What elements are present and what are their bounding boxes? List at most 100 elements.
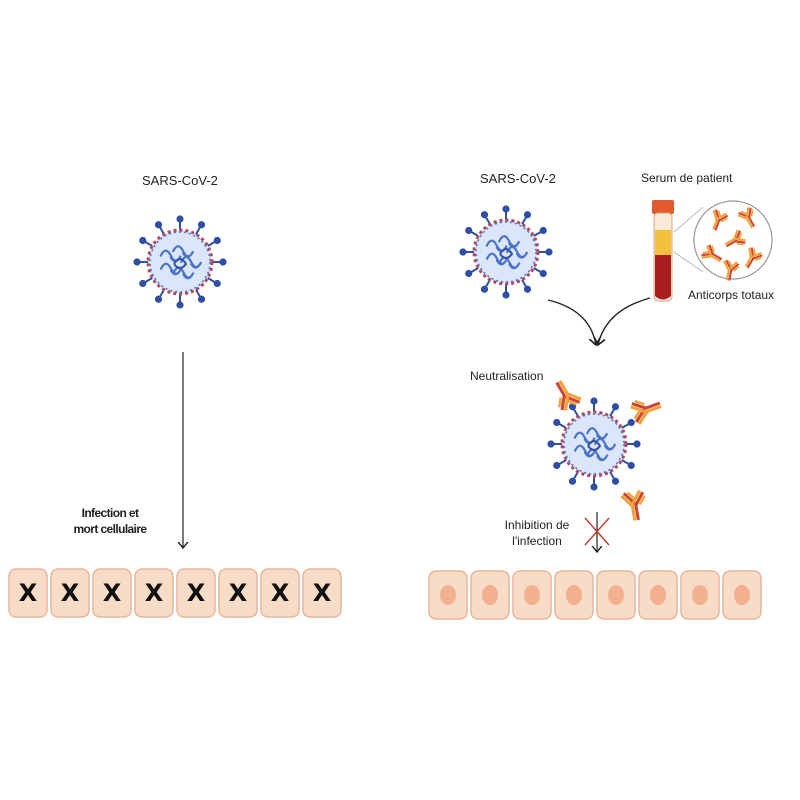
spike-protein	[590, 397, 598, 405]
spike-protein	[480, 285, 489, 293]
spike-protein	[176, 215, 184, 223]
dead-cell-mark: X	[145, 579, 164, 607]
spike-protein	[154, 295, 163, 303]
spike-protein	[590, 483, 598, 491]
dead-cell-mark: X	[313, 579, 332, 607]
epithelial-cell	[680, 570, 720, 620]
infection-label-line1: Infection et	[81, 506, 139, 520]
antibody-icon	[744, 247, 763, 269]
epithelial-cell: X	[92, 568, 132, 618]
antibodies-bound	[555, 380, 662, 521]
spike-protein	[611, 403, 620, 411]
cell-nucleus	[440, 585, 456, 605]
spike-protein	[459, 248, 467, 256]
antibody-icon	[723, 259, 740, 281]
epithelial-cell	[596, 570, 636, 620]
dead-cell-mark: X	[61, 579, 80, 607]
converge-arrow-left	[547, 299, 596, 345]
virus-left	[133, 215, 227, 309]
antibodies-magnified	[701, 207, 763, 281]
epithelial-cell: X	[50, 568, 90, 618]
epithelial-cell: X	[8, 568, 48, 618]
spike-protein	[154, 221, 163, 229]
spike-protein	[219, 258, 227, 266]
spike-protein	[545, 248, 553, 256]
spike-protein	[213, 236, 221, 245]
epithelial-cell	[554, 570, 594, 620]
cell-nucleus	[650, 585, 666, 605]
epithelial-cell: X	[176, 568, 216, 618]
serum-label: Serum de patient	[641, 171, 733, 185]
cell-nucleus	[734, 585, 750, 605]
dead-cell-mark: X	[229, 579, 248, 607]
spike-protein	[139, 279, 147, 288]
inhibition-label-line2: l'infection	[512, 534, 562, 548]
epithelial-cell: X	[260, 568, 300, 618]
blood-tube-icon	[652, 200, 674, 302]
epithelial-cell: X	[134, 568, 174, 618]
virus-label-left: SARS-CoV-2	[142, 173, 218, 188]
dead-cell-mark: X	[103, 579, 122, 607]
cell-nucleus	[524, 585, 540, 605]
spike-protein	[523, 285, 532, 293]
spike-protein	[568, 477, 577, 485]
cell-nucleus	[482, 585, 498, 605]
antibody-icon	[620, 489, 646, 521]
magnifier-line-top	[673, 206, 704, 233]
antibodies-label: Anticorps totaux	[688, 288, 775, 302]
converge-arrow-right	[598, 297, 651, 345]
epithelial-cell: X	[302, 568, 342, 618]
spike-protein	[539, 269, 547, 278]
spike-protein	[502, 291, 510, 299]
antibody-icon	[555, 380, 582, 411]
spike-protein	[197, 295, 206, 303]
spike-protein	[197, 221, 206, 229]
antibody-icon	[630, 400, 662, 425]
cell-nucleus	[608, 585, 624, 605]
spike-protein	[539, 226, 547, 235]
neutralisation-label: Neutralisation	[470, 369, 544, 383]
antibody-icon	[724, 229, 746, 248]
spike-protein	[133, 258, 141, 266]
spike-protein	[627, 461, 635, 470]
spike-protein	[553, 461, 561, 470]
cross-icon	[584, 517, 610, 546]
spike-protein	[523, 211, 532, 219]
virus-right	[459, 205, 553, 299]
spike-protein	[553, 418, 561, 427]
spike-protein	[633, 440, 641, 448]
cell-nucleus	[692, 585, 708, 605]
antibody-icon	[737, 207, 756, 229]
spike-protein	[139, 236, 147, 245]
magnifier-line-bottom	[673, 251, 704, 273]
spike-protein	[627, 418, 635, 427]
spike-protein	[547, 440, 555, 448]
dead-cell-mark: X	[271, 579, 290, 607]
cell-layer-right	[428, 570, 762, 620]
epithelial-cell	[470, 570, 510, 620]
antibody-icon	[701, 244, 723, 263]
virus-label-right: SARS-CoV-2	[480, 171, 556, 186]
spike-protein	[480, 211, 489, 219]
epithelial-cell	[638, 570, 678, 620]
virus-neutralised	[547, 397, 641, 491]
epithelial-cell: X	[218, 568, 258, 618]
inhibition-label-line1: Inhibition de	[504, 518, 570, 532]
spike-protein	[213, 279, 221, 288]
epithelial-cell	[722, 570, 762, 620]
antibody-icon	[712, 209, 729, 231]
infection-label-line2: mort cellulaire	[73, 522, 147, 536]
cell-nucleus	[566, 585, 582, 605]
spike-protein	[502, 205, 510, 213]
spike-protein	[465, 269, 473, 278]
dead-cell-mark: X	[19, 579, 38, 607]
spike-protein	[465, 226, 473, 235]
dead-cell-mark: X	[187, 579, 206, 607]
infection-label: Infection et mort cellulaire	[40, 505, 180, 537]
epithelial-cell	[512, 570, 552, 620]
inhibition-label: Inhibition de l'infection	[492, 517, 582, 549]
spike-protein	[611, 477, 620, 485]
spike-protein	[176, 301, 184, 309]
